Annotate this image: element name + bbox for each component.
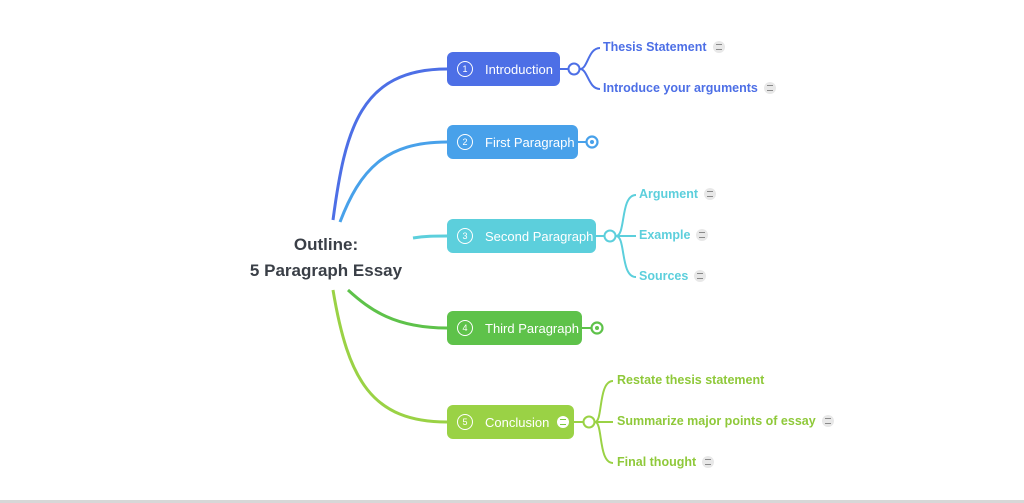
subtopic-label: Summarize major points of essay bbox=[617, 414, 816, 428]
subtopic-label: Restate thesis statement bbox=[617, 373, 765, 387]
expand-toggle-dot bbox=[595, 326, 599, 330]
topic-label: Conclusion bbox=[485, 414, 550, 430]
subtopic-summarize-points[interactable]: Summarize major points of essay bbox=[617, 414, 834, 428]
branch-first-paragraph bbox=[338, 140, 448, 223]
topic-introduction[interactable]: 1 Introduction bbox=[447, 52, 560, 86]
subtopic-thesis-statement[interactable]: Thesis Statement bbox=[603, 40, 725, 54]
branch-third-paragraph bbox=[346, 288, 448, 330]
sub-branch-final bbox=[594, 421, 614, 464]
note-icon[interactable] bbox=[696, 229, 709, 241]
topic-label: Introduction bbox=[485, 61, 553, 77]
subtopic-label: Example bbox=[639, 228, 691, 242]
topic-label: Second Paragraph bbox=[485, 228, 594, 244]
note-icon[interactable] bbox=[821, 415, 834, 427]
expand-toggle-dot bbox=[590, 140, 594, 144]
sub-branch-restate bbox=[594, 380, 614, 423]
number-badge: 3 bbox=[457, 228, 473, 244]
subtopic-sources[interactable]: Sources bbox=[639, 269, 707, 283]
subtopic-final-thought[interactable]: Final thought bbox=[617, 455, 715, 469]
sub-branch-introduce bbox=[579, 68, 601, 90]
sub-branch-argument bbox=[615, 194, 637, 237]
subtopic-label: Final thought bbox=[617, 455, 697, 469]
branch-second-paragraph bbox=[412, 234, 448, 240]
number-badge: 5 bbox=[457, 414, 473, 430]
branch-conclusion bbox=[331, 289, 448, 424]
number-badge: 1 bbox=[457, 61, 473, 77]
root-title-line2: 5 Paragraph Essay bbox=[249, 261, 403, 280]
subtopic-restate-thesis[interactable]: Restate thesis statement bbox=[617, 373, 764, 387]
collapse-toggle-icon[interactable] bbox=[567, 62, 581, 76]
subtopic-label: Argument bbox=[639, 187, 699, 201]
collapse-toggle-icon[interactable] bbox=[603, 229, 617, 243]
topic-second-paragraph[interactable]: 3 Second Paragraph bbox=[447, 219, 596, 253]
root-topic[interactable]: Outline: 5 Paragraph Essay bbox=[238, 232, 414, 284]
note-icon[interactable] bbox=[763, 82, 776, 94]
subtopic-label: Thesis Statement bbox=[603, 40, 707, 54]
topic-label: First Paragraph bbox=[485, 134, 575, 150]
note-icon[interactable] bbox=[702, 456, 715, 468]
root-title-line1: Outline: bbox=[293, 235, 359, 254]
topic-first-paragraph[interactable]: 2 First Paragraph bbox=[447, 125, 578, 159]
subtopic-example[interactable]: Example bbox=[639, 228, 709, 242]
subtopic-label: Introduce your arguments bbox=[603, 81, 758, 95]
number-badge: 2 bbox=[457, 134, 473, 150]
sub-branch-sources bbox=[615, 235, 637, 278]
topic-label: Third Paragraph bbox=[485, 320, 579, 336]
note-icon[interactable] bbox=[694, 270, 707, 282]
sub-branch-thesis bbox=[579, 47, 601, 70]
subtopic-introduce-arguments[interactable]: Introduce your arguments bbox=[603, 81, 776, 95]
collapse-toggle-icon[interactable] bbox=[582, 415, 596, 429]
number-badge: 4 bbox=[457, 320, 473, 336]
subtopic-argument[interactable]: Argument bbox=[639, 187, 717, 201]
note-icon[interactable] bbox=[712, 41, 725, 53]
topic-conclusion[interactable]: 5 Conclusion bbox=[447, 405, 574, 439]
bottom-divider bbox=[0, 500, 1024, 503]
topic-third-paragraph[interactable]: 4 Third Paragraph bbox=[447, 311, 582, 345]
note-icon[interactable] bbox=[557, 416, 570, 428]
subtopic-label: Sources bbox=[639, 269, 689, 283]
branch-introduction bbox=[331, 67, 448, 221]
note-icon[interactable] bbox=[704, 188, 717, 200]
